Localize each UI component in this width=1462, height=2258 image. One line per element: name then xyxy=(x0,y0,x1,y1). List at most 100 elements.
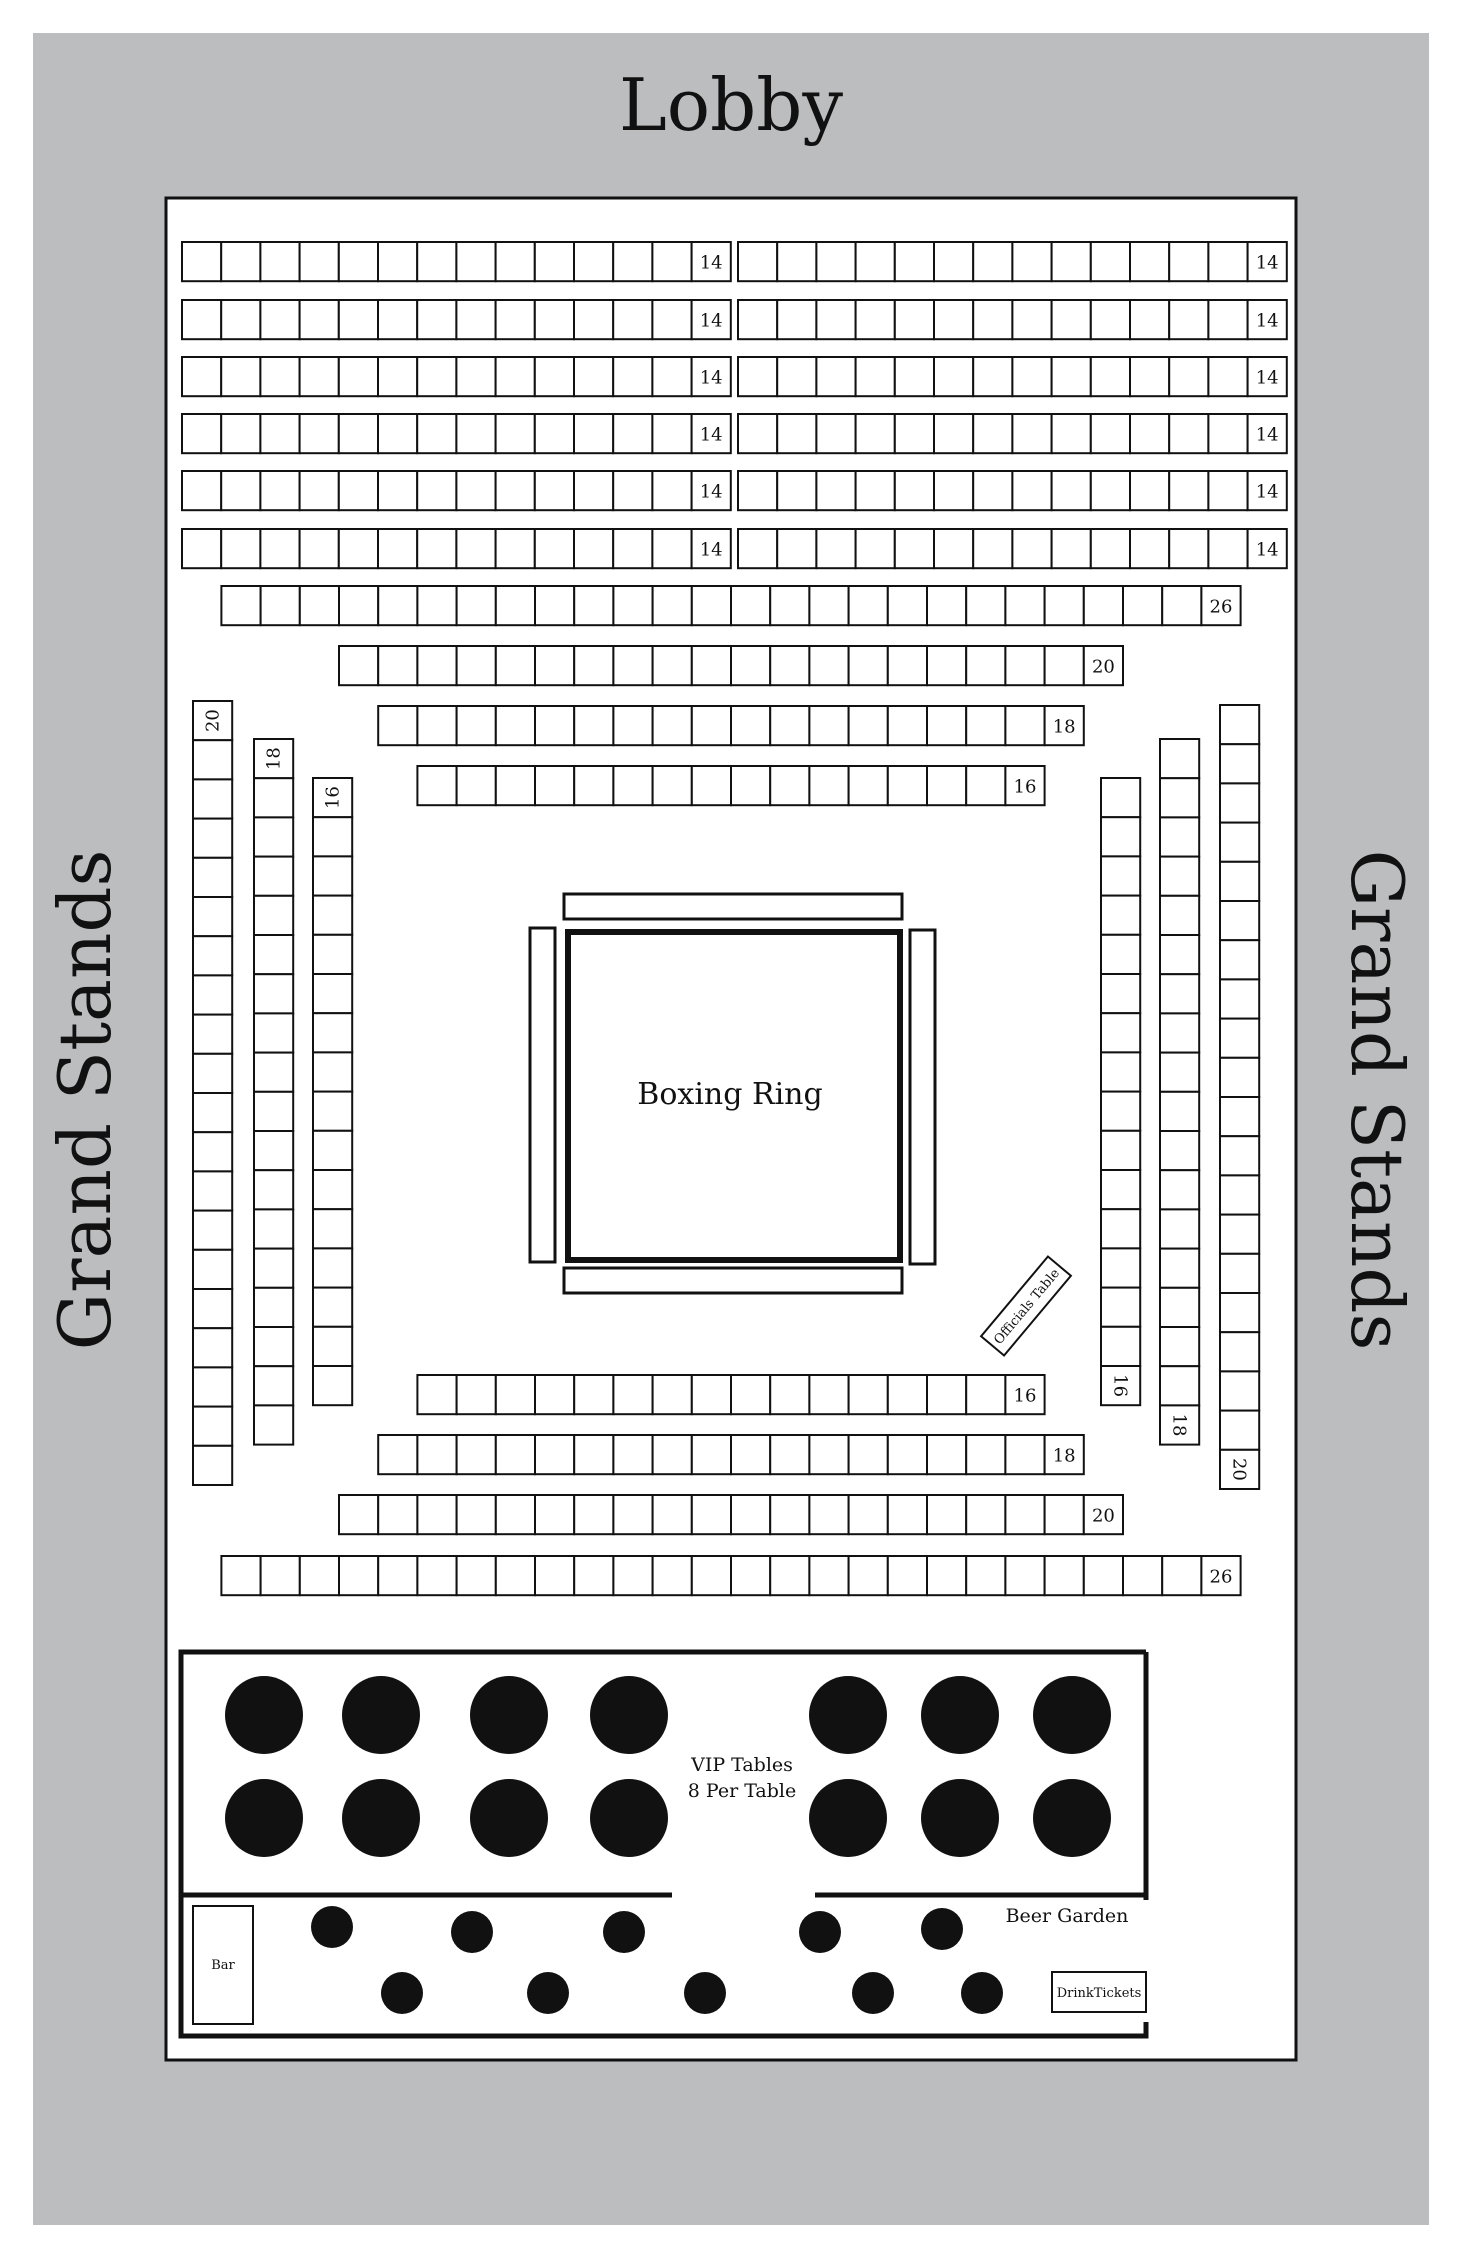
seat[interactable] xyxy=(808,1434,850,1476)
beer-garden-table[interactable] xyxy=(684,1972,726,2014)
seat[interactable] xyxy=(651,241,693,283)
seat[interactable] xyxy=(494,1494,536,1536)
seat[interactable] xyxy=(612,1494,654,1536)
seat[interactable] xyxy=(312,1286,354,1328)
seat[interactable] xyxy=(808,1494,850,1536)
seat[interactable] xyxy=(494,299,536,341)
seat[interactable] xyxy=(455,765,497,807)
seat[interactable] xyxy=(965,1434,1007,1476)
seat[interactable] xyxy=(769,645,811,687)
seat[interactable] xyxy=(1246,356,1288,398)
seat[interactable] xyxy=(220,470,262,512)
seat[interactable] xyxy=(312,1169,354,1211)
seat[interactable] xyxy=(1011,356,1053,398)
seat[interactable] xyxy=(1168,528,1210,570)
seat[interactable] xyxy=(769,1494,811,1536)
seat[interactable] xyxy=(416,645,458,687)
seat[interactable] xyxy=(1219,1370,1261,1412)
seat[interactable] xyxy=(455,705,497,747)
seat[interactable] xyxy=(847,645,889,687)
seat[interactable] xyxy=(416,1494,458,1536)
seat[interactable] xyxy=(298,1555,340,1597)
seat[interactable] xyxy=(573,1434,615,1476)
seat[interactable] xyxy=(926,1434,968,1476)
seat[interactable] xyxy=(337,241,379,283)
seat[interactable] xyxy=(926,585,968,627)
seat[interactable] xyxy=(377,1555,419,1597)
seat[interactable] xyxy=(612,645,654,687)
vip-table[interactable] xyxy=(809,1676,887,1754)
seat[interactable] xyxy=(192,1052,234,1095)
seat[interactable] xyxy=(338,645,380,687)
seat[interactable] xyxy=(737,241,779,283)
seat[interactable] xyxy=(220,1555,262,1597)
seat[interactable] xyxy=(1050,299,1092,341)
seat[interactable] xyxy=(815,413,857,455)
seat[interactable] xyxy=(534,585,576,627)
seat[interactable] xyxy=(1200,585,1242,627)
seat[interactable] xyxy=(1050,470,1092,512)
seat[interactable] xyxy=(815,470,857,512)
seat[interactable] xyxy=(730,765,772,807)
seat[interactable] xyxy=(533,470,575,512)
seat[interactable] xyxy=(259,299,301,341)
seat[interactable] xyxy=(1219,1056,1261,1099)
seat[interactable] xyxy=(192,1366,234,1408)
seat[interactable] xyxy=(573,1555,615,1597)
seat[interactable] xyxy=(1011,470,1053,512)
seat[interactable] xyxy=(854,413,896,455)
seat[interactable] xyxy=(1122,1555,1164,1597)
seat[interactable] xyxy=(377,645,419,687)
seat[interactable] xyxy=(338,585,380,627)
seat[interactable] xyxy=(769,1555,811,1597)
seat[interactable] xyxy=(972,413,1014,455)
seat[interactable] xyxy=(1219,1017,1261,1059)
seat[interactable] xyxy=(965,1555,1007,1597)
seat[interactable] xyxy=(1082,1555,1125,1597)
seat[interactable] xyxy=(1004,645,1046,687)
seat[interactable] xyxy=(651,413,693,455)
seat[interactable] xyxy=(893,413,935,455)
seat[interactable] xyxy=(253,777,295,819)
seat[interactable] xyxy=(1043,645,1085,687)
seat[interactable] xyxy=(1100,1051,1142,1093)
seat[interactable] xyxy=(1219,1448,1261,1491)
seat[interactable] xyxy=(1011,299,1053,341)
seat[interactable] xyxy=(1159,1247,1201,1289)
seat[interactable] xyxy=(1159,777,1201,819)
seat[interactable] xyxy=(1207,356,1249,398)
vip-table[interactable] xyxy=(225,1676,303,1754)
seat[interactable] xyxy=(1159,816,1201,858)
seat[interactable] xyxy=(192,739,234,781)
seat[interactable] xyxy=(886,1374,928,1416)
seat[interactable] xyxy=(298,528,340,570)
seat[interactable] xyxy=(298,299,340,341)
seat[interactable] xyxy=(926,1494,968,1536)
seat[interactable] xyxy=(494,705,536,747)
seat[interactable] xyxy=(455,1374,497,1416)
seat[interactable] xyxy=(312,855,354,897)
seat[interactable] xyxy=(776,241,818,283)
seat[interactable] xyxy=(298,470,340,512)
seat[interactable] xyxy=(1129,299,1171,341)
seat[interactable] xyxy=(1004,1374,1046,1416)
seat[interactable] xyxy=(1043,1494,1085,1536)
seat[interactable] xyxy=(965,1374,1007,1416)
seat[interactable] xyxy=(534,1494,576,1536)
seat[interactable] xyxy=(312,1051,354,1093)
seat[interactable] xyxy=(416,765,458,807)
seat[interactable] xyxy=(573,765,615,807)
seat[interactable] xyxy=(416,413,458,455)
beer-garden-table[interactable] xyxy=(961,1972,1003,2014)
seat[interactable] xyxy=(1168,299,1210,341)
seat[interactable] xyxy=(192,778,234,820)
seat[interactable] xyxy=(220,356,262,398)
seat[interactable] xyxy=(192,856,234,898)
seat[interactable] xyxy=(690,765,732,807)
seat[interactable] xyxy=(808,585,850,627)
seat[interactable] xyxy=(1159,973,1201,1015)
seat[interactable] xyxy=(1161,585,1203,627)
seat[interactable] xyxy=(494,528,536,570)
seat[interactable] xyxy=(534,765,576,807)
seat[interactable] xyxy=(573,645,615,687)
